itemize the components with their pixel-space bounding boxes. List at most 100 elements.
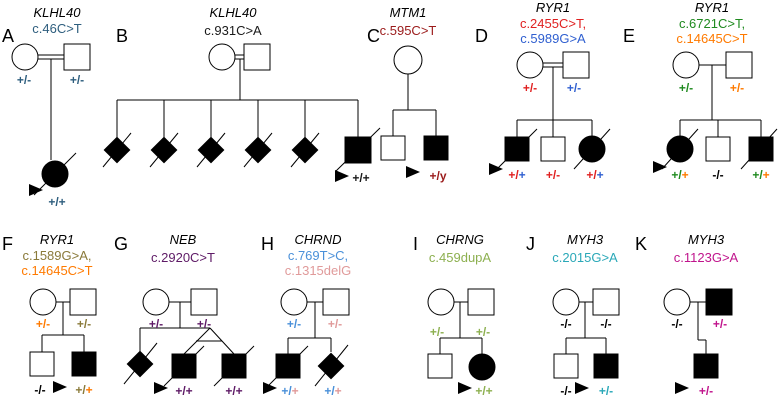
genotype: +/+ [48,195,65,209]
father-symbol [467,288,495,316]
variant-label: c.46C>T [32,21,82,36]
genotype: +/+ [324,384,341,398]
father-symbol [63,43,91,71]
genotype: +/- [523,81,537,95]
gene-name: MYH3 [688,232,725,247]
proband-arrow-icon [53,381,67,393]
affected-male-proband [693,353,719,379]
gene-name: MTM1 [390,5,427,20]
proband-arrow-icon [406,166,420,178]
unaffected-brother [705,136,731,162]
panel-letter-i: I [413,234,418,254]
genotype: -/- [560,317,571,331]
proband-arrow-icon [263,382,277,394]
genotype: +/- [730,81,744,95]
gene-name: CHRND [295,232,342,247]
genotype: +/+ [352,171,369,185]
genotype: -/- [671,317,682,331]
panel-k: K MYH3 c.1123G>A -/- +/- +/- [635,232,739,398]
proband-arrow-icon [458,382,472,394]
genotype: +/- [679,81,693,95]
genotype: +/+ [752,168,769,182]
gene-name: RYR1 [40,232,74,247]
variant-label: c.459dupA [429,250,491,265]
variant-label: c.1315delG [285,263,352,278]
affected-deceased-brother [748,136,774,162]
affected-female-proband [468,353,496,381]
genotype: +/+ [586,168,603,182]
genotype: -/- [34,383,45,397]
genotype: +/+ [281,384,298,398]
variant-label: c.5989G>A [520,31,586,46]
panel-letter-j: J [526,234,535,254]
variant-label: c.14645C>T [676,31,747,46]
panel-h: H CHRND c.769T>C, c.1315delG +/- +/- +/+… [261,232,351,398]
genotype: +/- [77,317,91,331]
panel-letter-b: B [116,26,128,46]
mother-symbol [142,288,170,316]
panel-letter-f: F [2,234,13,254]
genotype: +/- [197,317,211,331]
mother-symbol [280,288,308,316]
variant-label: c.6721C>T, [679,16,745,31]
genotype: +/- [17,73,31,87]
genotype: +/+ [671,168,688,182]
affected-father-symbol [705,288,733,316]
genotype: -/- [600,317,611,331]
variant-label: c.931C>A [204,23,262,38]
gene-name: NEB [170,232,197,247]
mother-symbol [672,51,700,79]
father-symbol [69,288,97,316]
unaffected-brother [29,351,55,377]
panel-letter-g: G [114,234,128,254]
father-symbol [190,288,218,316]
mother-symbol [208,43,236,71]
gene-name: CHRNG [436,232,484,247]
panel-j: J MYH3 c.2015G>A -/- -/- -/- +/- [526,232,620,398]
variant-label: c.1589G>A, [22,248,91,263]
unaffected-brother [553,353,579,379]
genotype: +/+ [475,384,492,398]
panel-g: G NEB c.2920C>T +/- +/- +/+ +/+ [114,232,255,398]
unaffected-brother [540,136,566,162]
proband-arrow-icon [29,184,43,196]
panel-c: C MTM1 c.595C>T +/y [367,5,449,183]
genotype: +/- [287,317,301,331]
mother-symbol [393,45,423,75]
mother-symbol [29,288,57,316]
variant-label: c.1123G>A [674,250,739,265]
genotype: +/- [328,317,342,331]
gene-name: RYR1 [536,0,570,15]
panel-e: E RYR1 c.6721C>T, c.14645C>T +/- +/- +/+… [623,0,778,182]
father-symbol [243,43,271,71]
variant-label: c.14645C>T [21,263,92,278]
genotype: +/- [713,317,727,331]
genotype: +/- [430,325,444,339]
panel-letter-c: C [367,26,380,46]
genotype: +/- [36,317,50,331]
genotype: +/+ [508,168,525,182]
genotype: +/+ [75,383,92,397]
proband-arrow-icon [335,170,349,182]
genotype: +/- [567,81,581,95]
panel-letter-e: E [623,26,635,46]
panel-f: F RYR1 c.1589G>A, c.14645C>T +/- +/- -/-… [2,232,97,397]
mother-symbol [11,43,39,71]
variant-label: c.769T>C, [288,248,348,263]
panel-b: B KLHL40 c.931C>A [102,5,381,185]
genotype: -/- [560,384,571,398]
genotype: +/- [699,384,713,398]
gene-name: KLHL40 [34,5,82,20]
genotype: +/- [599,384,613,398]
proband-arrow-icon [154,382,168,394]
father-symbol [322,288,350,316]
unaffected-brother [427,353,453,379]
genotype: +/y [429,169,446,183]
panel-i: I CHRNG c.459dupA +/- +/- +/+ [413,232,496,398]
panel-letter-h: H [261,234,274,254]
panel-letter-a: A [2,26,14,46]
genotype: -/- [712,168,723,182]
father-symbol [562,51,590,79]
variant-label: c.2920C>T [151,250,215,265]
